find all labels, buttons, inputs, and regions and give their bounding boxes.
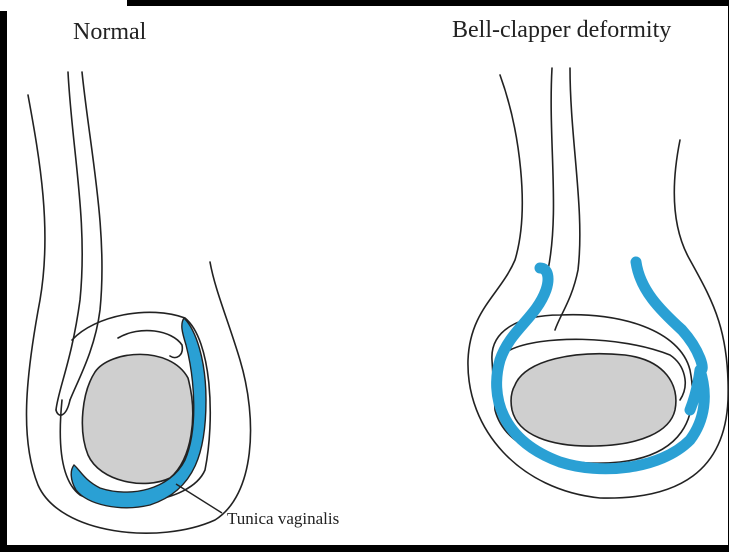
normal-cord-inner (70, 72, 102, 400)
bell-cord-right (555, 68, 580, 330)
bell-testis (511, 354, 676, 446)
panel-title-bell-clapper: Bell-clapper deformity (452, 18, 671, 42)
bell-cord-left (510, 68, 553, 345)
normal-cord-outer (56, 72, 82, 410)
normal-epididymis (118, 331, 182, 358)
tunica-vaginalis-label: Tunica vaginalis (227, 510, 339, 527)
normal-testis (82, 354, 192, 483)
tunica-label-leader (176, 484, 222, 513)
panel-title-normal: Normal (73, 20, 146, 44)
